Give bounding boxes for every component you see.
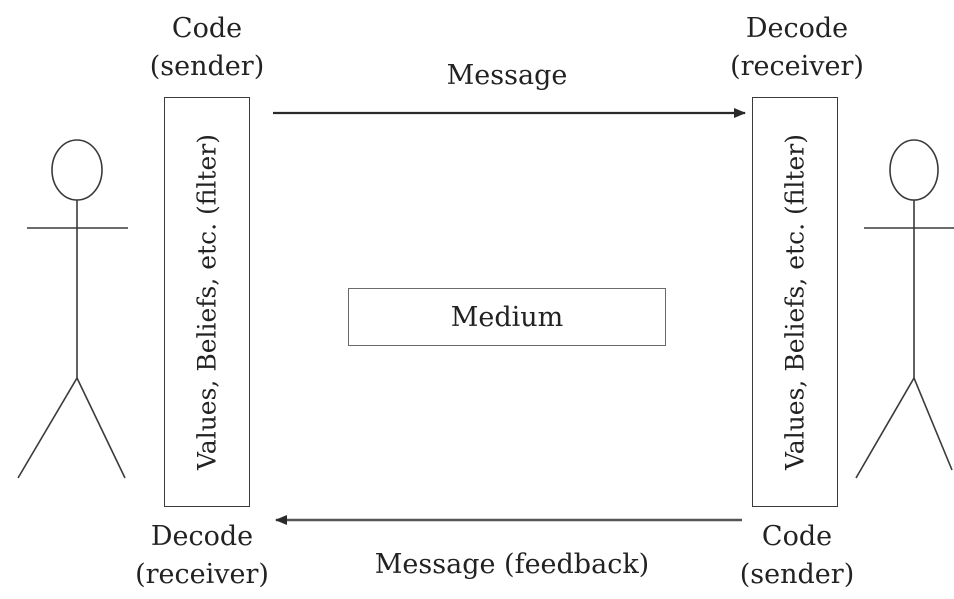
sender-filter-text: Values, Beliefs, etc. (filter): [192, 134, 222, 470]
sender-top-label: Code (sender): [107, 15, 307, 91]
receiver-bottom-label-line2: (sender): [739, 559, 855, 590]
sender-top-label-line2: (sender): [149, 51, 265, 82]
sender-person-icon: [17, 139, 128, 479]
receiver-bottom-label: Code (sender): [697, 523, 897, 599]
feedback-label: Message (feedback): [374, 549, 650, 580]
receiver-bottom-label-line1: Code: [761, 521, 833, 552]
medium-label: Medium: [450, 301, 564, 333]
medium-box: Medium: [348, 288, 666, 346]
receiver-filter-box: Values, Beliefs, etc. (filter): [752, 97, 838, 507]
sender-filter-box: Values, Beliefs, etc. (filter): [164, 97, 250, 507]
sender-bottom-label-line2: (receiver): [135, 559, 269, 590]
receiver-filter-text: Values, Beliefs, etc. (filter): [780, 134, 810, 470]
sender-top-label-line1: Code: [171, 13, 243, 44]
receiver-top-label-line2: (receiver): [730, 51, 864, 82]
receiver-top-label-line1: Decode: [745, 13, 849, 44]
sender-bottom-label-line1: Decode: [150, 521, 254, 552]
receiver-person-icon: [855, 139, 954, 479]
message-label: Message: [446, 60, 568, 91]
receiver-top-label: Decode (receiver): [697, 15, 897, 91]
sender-bottom-label: Decode (receiver): [102, 523, 302, 599]
